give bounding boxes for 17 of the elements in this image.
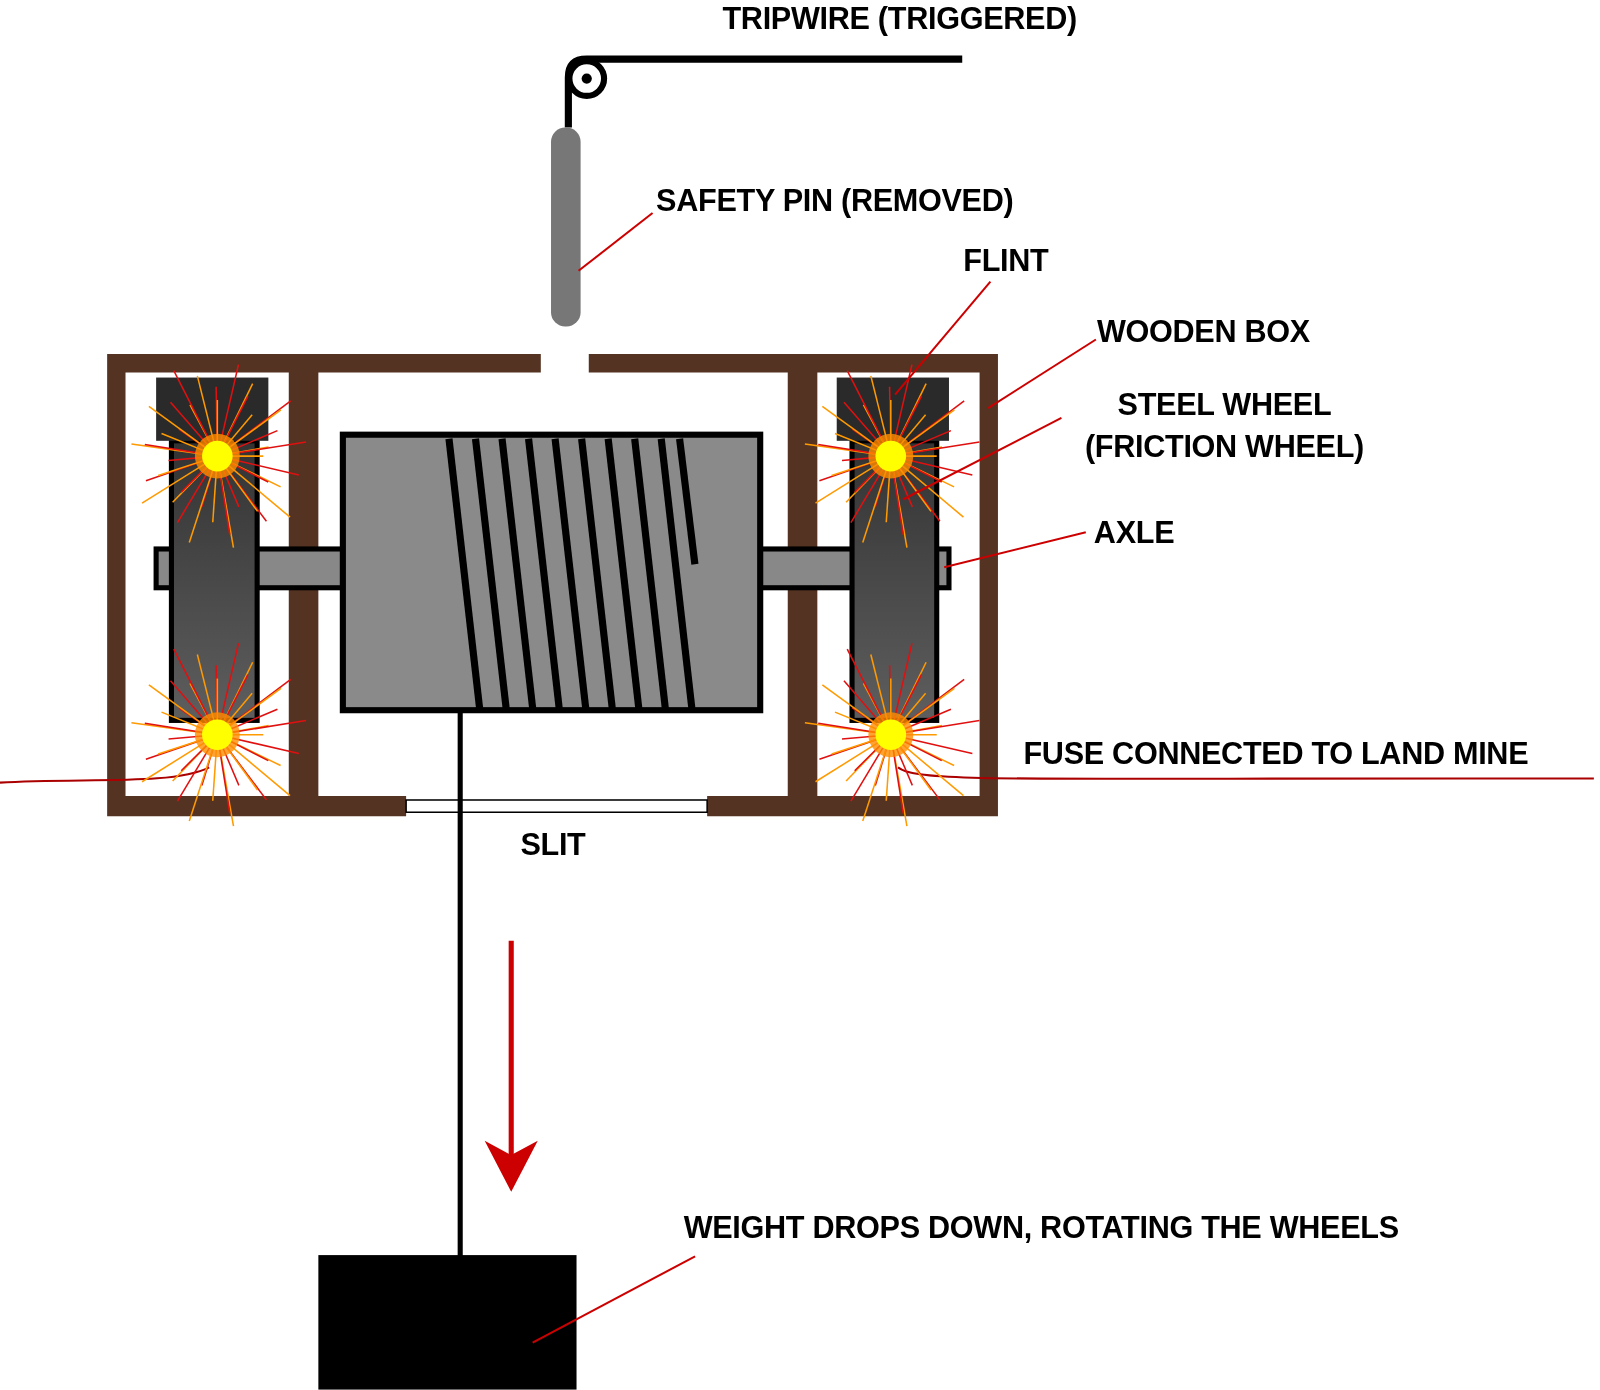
part-label: TRIPWIRE (TRIGGERED) bbox=[722, 0, 1077, 38]
callout-label: AXLE bbox=[1093, 511, 1175, 554]
leader-line bbox=[894, 280, 992, 396]
weight-block bbox=[318, 1255, 577, 1390]
callout-label: FLINT bbox=[963, 239, 1049, 282]
part-label: SLIT bbox=[520, 826, 586, 864]
leader-line bbox=[902, 417, 1062, 501]
leader-line bbox=[577, 212, 654, 272]
callout-label: STEEL WHEEL (FRICTION WHEEL) bbox=[1051, 383, 1398, 468]
callout-label: WEIGHT DROPS DOWN, ROTATING THE WHEELS bbox=[683, 1206, 1399, 1248]
part-label: FUSE CONNECTED TO LAND MINE bbox=[1023, 735, 1529, 773]
leader-line bbox=[532, 1255, 696, 1344]
leader-line bbox=[943, 531, 1087, 569]
leader-line bbox=[987, 338, 1097, 409]
safety-pin bbox=[551, 127, 581, 327]
callout-label: SAFETY PIN (REMOVED) bbox=[656, 179, 1014, 222]
callout-label: WOODEN BOX bbox=[1096, 310, 1310, 353]
